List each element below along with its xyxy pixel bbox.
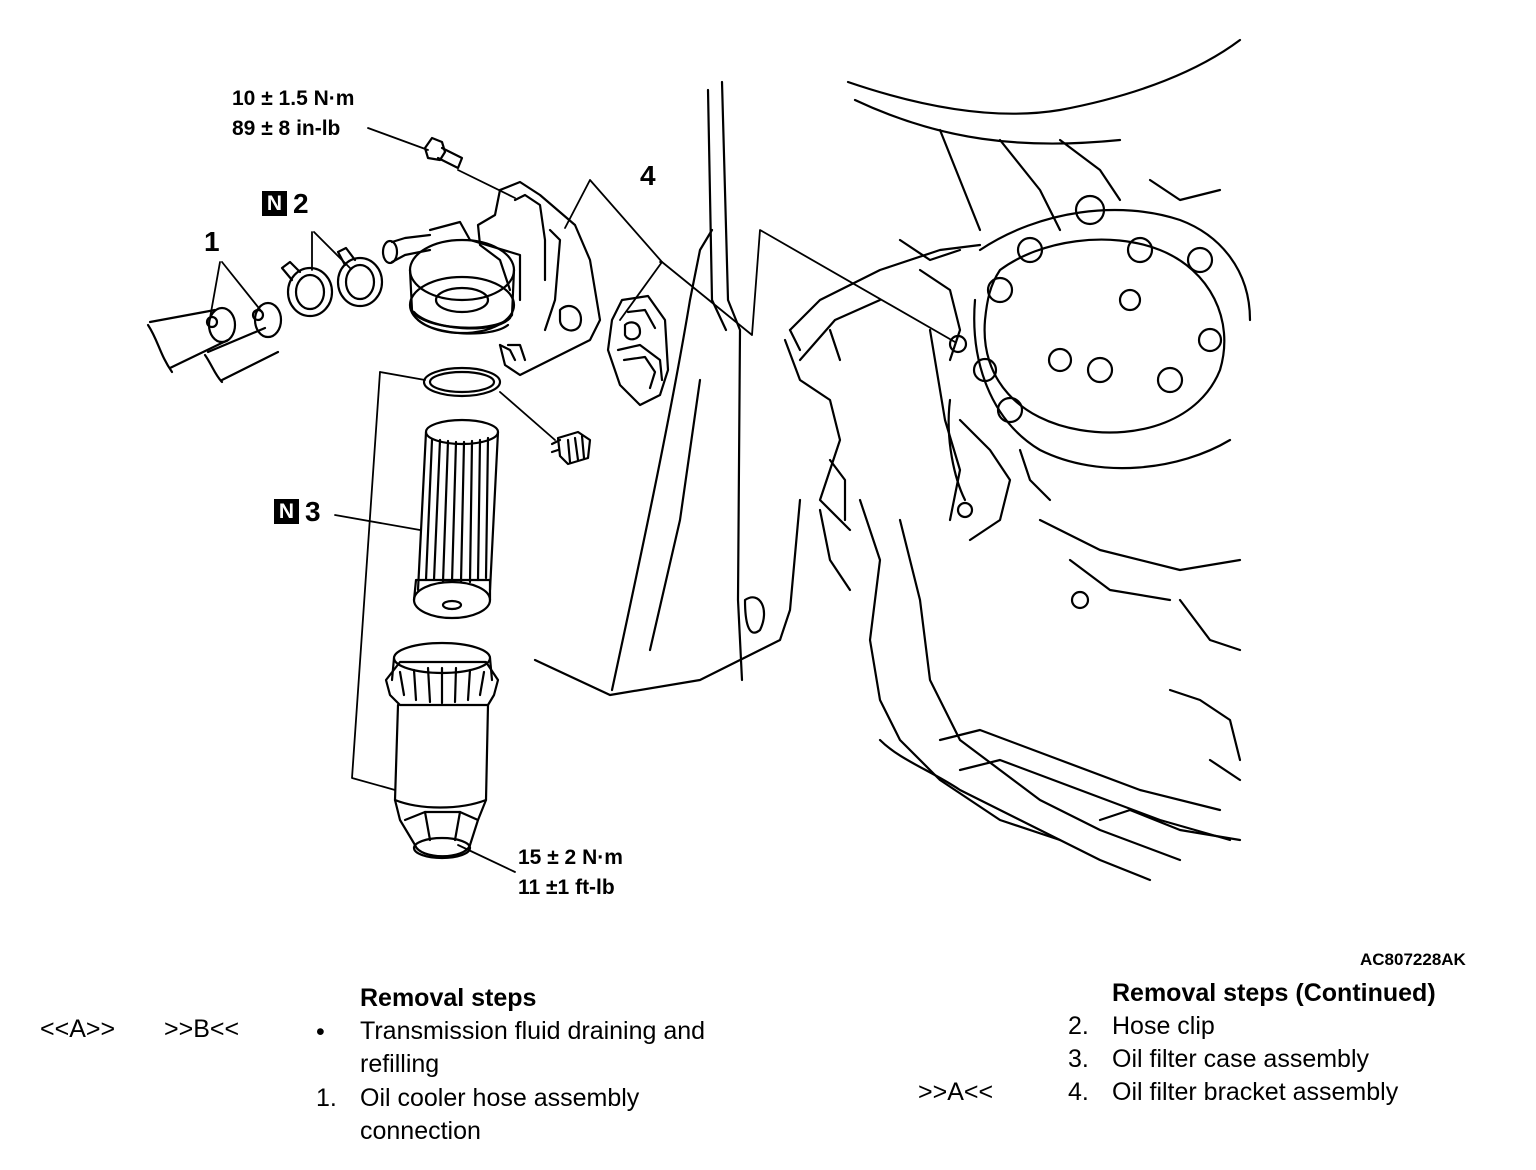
o-ring bbox=[422, 366, 502, 398]
step-2-text: Hose clip bbox=[1112, 1012, 1215, 1040]
leader-lines bbox=[209, 127, 956, 873]
part-label-2-number: 2 bbox=[293, 188, 309, 219]
step-3-text: Oil filter case assembly bbox=[1112, 1045, 1370, 1073]
step-bullet-text-line-2: refilling bbox=[360, 1050, 440, 1078]
non-reusable-badge: N bbox=[262, 191, 287, 216]
oil-filter-bracket bbox=[381, 180, 602, 377]
step-bullet: • bbox=[316, 1018, 325, 1046]
removal-steps-heading: Removal steps bbox=[360, 984, 537, 1012]
part-label-3-number: 3 bbox=[305, 496, 321, 527]
step-2-number: 2. bbox=[1068, 1012, 1089, 1040]
hose-clips bbox=[280, 246, 384, 318]
step-1-text-line-2: connection bbox=[360, 1117, 481, 1145]
step-1-text-line-1: Oil cooler hose assembly bbox=[360, 1084, 640, 1112]
part-label-4: 4 bbox=[640, 160, 656, 191]
bolt-torque-label: 10 ± 1.5 N·m 89 ± 8 in-lb bbox=[232, 84, 354, 144]
bolt-torque-imperial: 89 ± 8 in-lb bbox=[232, 117, 341, 140]
case-torque-imperial: 11 ±1 ft-lb bbox=[518, 876, 615, 899]
exploded-view-diagram bbox=[146, 38, 1252, 882]
bolt-icon bbox=[423, 136, 464, 170]
step-bullet-text-line-1: Transmission fluid draining and bbox=[360, 1017, 706, 1045]
case-torque-label: 15 ± 2 N·m 11 ±1 ft-lb bbox=[518, 843, 623, 903]
removal-steps-continued-heading: Removal steps (Continued) bbox=[1112, 979, 1436, 1007]
filter-element bbox=[412, 418, 500, 620]
step-1-number: 1. bbox=[316, 1084, 337, 1112]
ref-a-left: <<A>> bbox=[40, 1015, 116, 1043]
part-label-1: 1 bbox=[204, 226, 220, 257]
transmission-housing bbox=[533, 38, 1252, 882]
drain-plug-icon bbox=[550, 430, 592, 466]
step-4-text: Oil filter bracket assembly bbox=[1112, 1078, 1399, 1106]
bolt-torque-metric: 10 ± 1.5 N·m bbox=[232, 87, 355, 110]
step-3-number: 3. bbox=[1068, 1045, 1089, 1073]
step-4-number: 4. bbox=[1068, 1078, 1089, 1106]
bracket-gasket bbox=[606, 294, 670, 407]
case-torque-metric: 15 ± 2 N·m bbox=[518, 846, 623, 869]
step-4-ref: >>A<< bbox=[918, 1078, 994, 1106]
oil-cooler-hoses bbox=[146, 301, 283, 384]
filter-case bbox=[384, 641, 500, 860]
figure-code: AC807228AK bbox=[1360, 950, 1466, 969]
non-reusable-badge: N bbox=[274, 499, 299, 524]
ref-b-left: >>B<< bbox=[164, 1015, 240, 1043]
